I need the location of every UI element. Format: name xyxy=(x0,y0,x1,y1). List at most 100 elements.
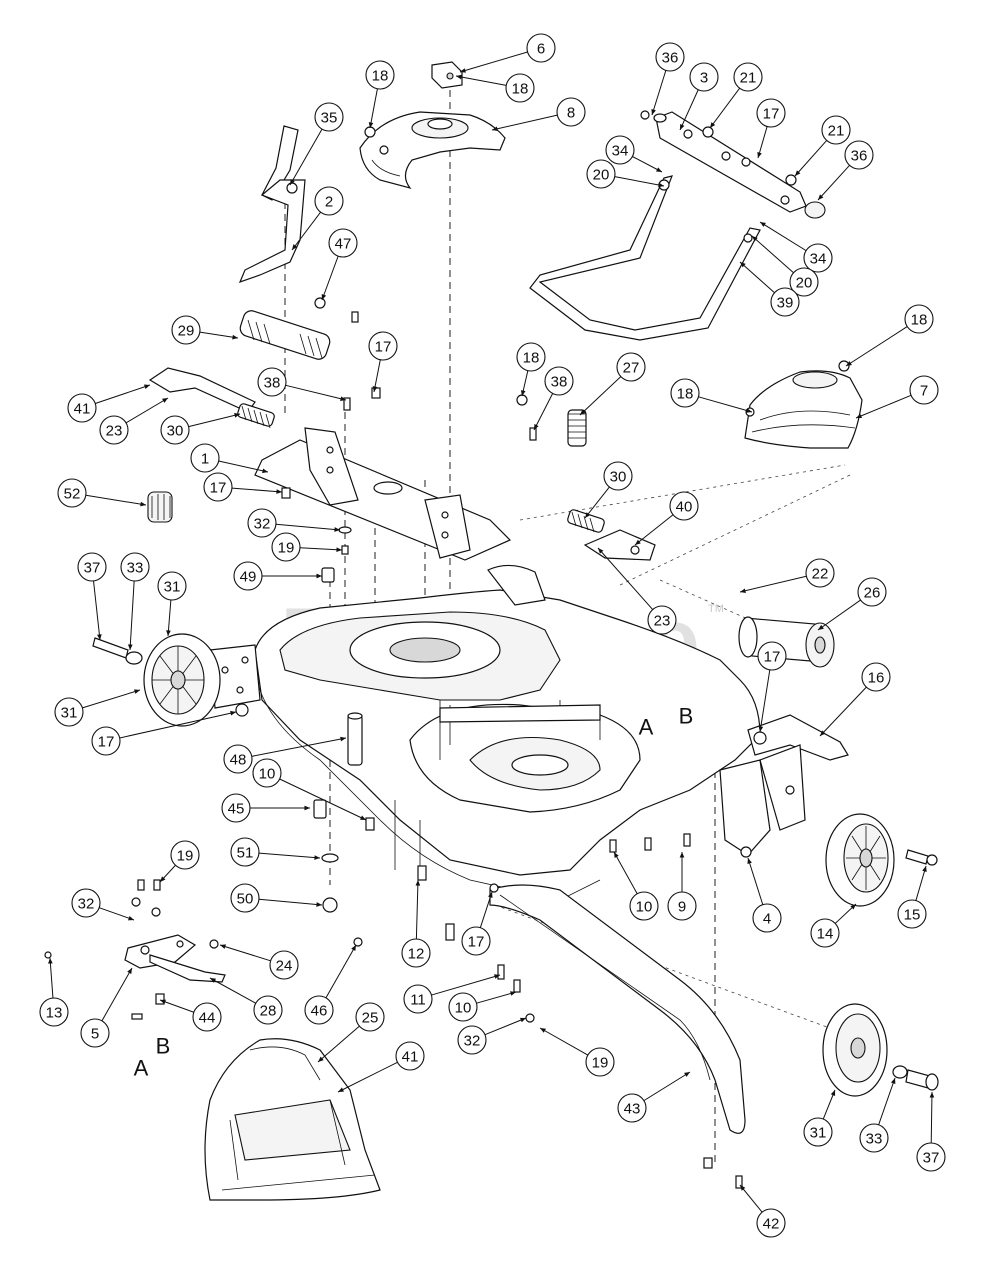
callout-25: 25 xyxy=(355,1002,385,1032)
callout-circle xyxy=(77,552,107,582)
leader-arrow-18 xyxy=(368,122,374,128)
callout-44: 44 xyxy=(192,1002,222,1032)
callout-number: 7 xyxy=(920,383,928,400)
leader-arrow-38 xyxy=(534,424,539,430)
callout-36: 36 xyxy=(655,42,685,72)
leader-line-32 xyxy=(99,907,135,921)
callout-18: 18 xyxy=(670,378,700,408)
leader-arrow-31 xyxy=(134,689,140,694)
callout-17: 17 xyxy=(756,98,786,128)
leader-line-3 xyxy=(679,89,699,131)
callout-circle xyxy=(526,33,556,63)
leader-arrow-26 xyxy=(818,624,824,630)
leader-line-39 xyxy=(739,261,775,294)
callout-36: 36 xyxy=(844,140,874,170)
axle-bolt-rear xyxy=(892,1065,939,1091)
standoff-48 xyxy=(347,712,363,766)
bracket-6 xyxy=(431,61,463,89)
callout-circle xyxy=(655,42,685,72)
leader-line-30 xyxy=(584,486,610,519)
callout-circle xyxy=(647,605,677,635)
callout-31: 31 xyxy=(157,571,187,601)
callout-circle xyxy=(617,1093,647,1123)
callout-31: 31 xyxy=(54,697,84,727)
leader-line-43 xyxy=(643,1071,691,1102)
callout-11: 11 xyxy=(403,984,433,1014)
callout-number: 2 xyxy=(325,194,333,211)
callout-45: 45 xyxy=(221,793,251,823)
leader-arrow-25 xyxy=(318,1056,324,1062)
callout-51: 51 xyxy=(230,837,260,867)
leader-arrow-38 xyxy=(340,396,346,401)
callout-number: 32 xyxy=(464,1033,481,1050)
mower-deck xyxy=(254,564,761,901)
callout-number: 6 xyxy=(537,41,545,58)
leader-arrow-10 xyxy=(614,852,619,858)
leader-line-4 xyxy=(747,857,764,905)
callout-circle xyxy=(756,1208,786,1238)
callout-circle xyxy=(461,926,491,956)
callout-circle xyxy=(861,662,891,692)
callout-41: 41 xyxy=(395,1041,425,1071)
callout-circle xyxy=(67,393,97,423)
callout-circle xyxy=(667,891,697,921)
hardware-items xyxy=(44,110,850,1189)
leader-line-19 xyxy=(539,1027,589,1056)
watermark-tm: TM xyxy=(708,603,724,615)
leader-arrow-32 xyxy=(520,1017,526,1023)
callout-number: 30 xyxy=(167,423,184,440)
leader-line-19 xyxy=(299,547,343,551)
leader-arrow-45 xyxy=(304,805,310,811)
leader-arrow-22 xyxy=(740,588,746,593)
knob-52 xyxy=(147,491,173,523)
leader-arrow-24 xyxy=(220,944,226,949)
pulley-cover-right xyxy=(744,370,863,449)
ref-letter-a-deck: A xyxy=(639,715,654,740)
callout-21: 21 xyxy=(821,115,851,145)
leader-line-26 xyxy=(817,599,861,631)
leader-line-32 xyxy=(275,523,341,531)
leader-line-29 xyxy=(199,331,239,339)
callout-circle xyxy=(689,62,719,92)
callout-circle xyxy=(253,995,283,1025)
callout-circle xyxy=(756,98,786,128)
leader-line-15 xyxy=(915,865,927,901)
callout-13: 13 xyxy=(39,997,69,1027)
leader-line-52 xyxy=(85,494,147,506)
callout-10: 10 xyxy=(448,992,478,1022)
callout-circle xyxy=(269,950,299,980)
callout-circle xyxy=(904,304,934,334)
linkage-plate-5 xyxy=(124,934,226,983)
callout-number: 35 xyxy=(321,110,338,127)
leader-line-27 xyxy=(579,376,622,416)
leader-line-17 xyxy=(479,891,493,928)
callout-number: 50 xyxy=(237,891,254,908)
leader-line-31 xyxy=(82,689,141,709)
callout-number: 12 xyxy=(408,946,425,963)
callout-circle xyxy=(803,243,833,273)
callout-circle xyxy=(909,375,939,405)
callout-number: 17 xyxy=(98,734,115,751)
callout-37: 37 xyxy=(77,552,107,582)
callout-32: 32 xyxy=(457,1025,487,1055)
callout-circle xyxy=(54,697,84,727)
callout-number: 22 xyxy=(812,566,829,583)
leader-arrow-3 xyxy=(680,124,685,130)
callout-number: 17 xyxy=(468,934,485,951)
callout-3: 3 xyxy=(689,62,719,92)
ref-letter-b-linkage: B xyxy=(156,1034,171,1059)
leader-arrow-17 xyxy=(758,726,764,732)
callout-29: 29 xyxy=(171,315,201,345)
leader-line-22 xyxy=(739,575,807,593)
callout-17: 17 xyxy=(757,641,787,671)
callout-number: 20 xyxy=(593,167,610,184)
callout-circle xyxy=(733,62,763,92)
callout-circle xyxy=(57,478,87,508)
callout-number: 39 xyxy=(777,295,794,312)
callout-circle xyxy=(91,726,121,756)
callout-17: 17 xyxy=(203,472,233,502)
callout-9: 9 xyxy=(667,891,697,921)
callout-circle xyxy=(757,641,787,671)
callout-47: 47 xyxy=(328,228,358,258)
callout-circle xyxy=(457,1025,487,1055)
